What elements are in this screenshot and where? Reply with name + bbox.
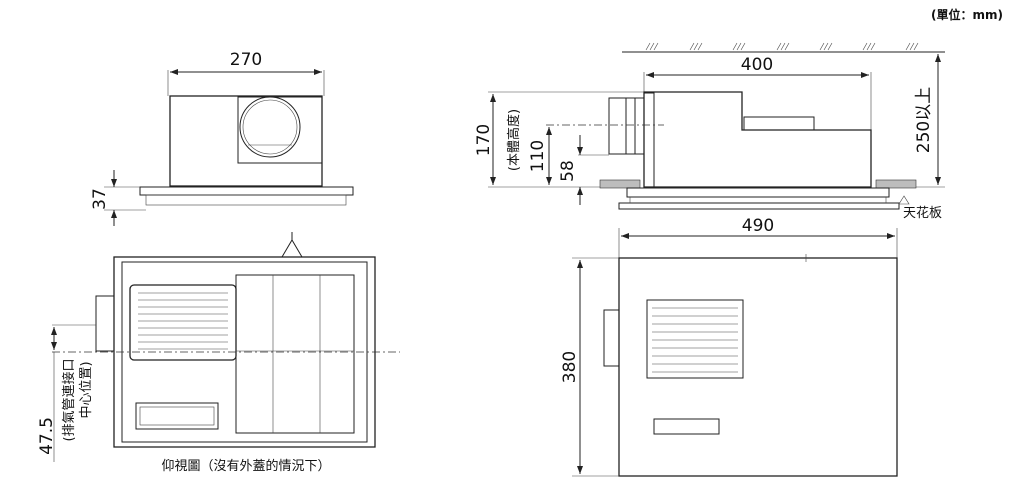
clearance-250-label: 250以上 [914, 87, 934, 153]
body-height-note: (本體高度) [506, 109, 522, 171]
offset-note-line2: 中心位置) [79, 361, 94, 418]
unit-note: (單位：mm) [931, 7, 1003, 22]
depth-380-label: 380 [560, 351, 580, 383]
ceiling-label: 天花板 [903, 205, 942, 221]
length-400-label: 400 [741, 55, 773, 75]
offset-47-5-label: 47.5 [37, 417, 57, 455]
height-110-label: 110 [528, 140, 548, 172]
width-270-label: 270 [230, 50, 262, 70]
bottom-view: 47.5 (排氣管連接口 中心位置) 仰視圖（沒有外蓋的情況下） [37, 232, 400, 474]
bottom-view-caption: 仰視圖（沒有外蓋的情況下） [161, 458, 330, 474]
height-170-label: 170 [474, 124, 494, 156]
height-58-label: 58 [558, 160, 578, 182]
offset-note-line1: (排氣管連接口 [61, 358, 77, 441]
top-view: 490 380 [560, 216, 898, 477]
width-490-label: 490 [742, 216, 774, 236]
side-view: 400 170 (本體高度) 110 58 250以上 天花板 [474, 42, 945, 221]
flange-37-label: 37 [90, 188, 110, 210]
front-view: 270 37 [90, 50, 354, 226]
